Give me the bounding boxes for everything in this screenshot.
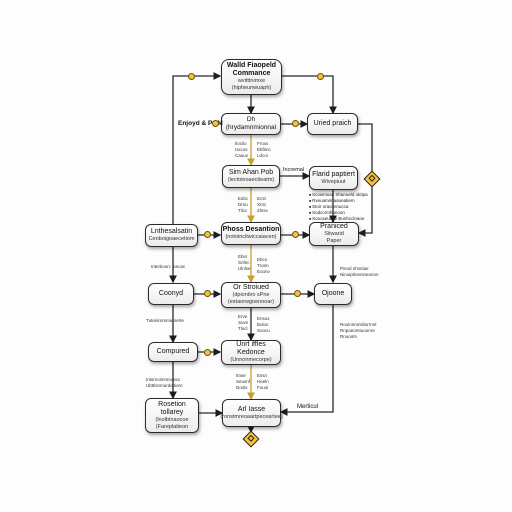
node-praniced-title2: Sitwarid [324,231,344,237]
annotation-left: Tutenirnmmatnerte [146,318,184,323]
node-top-title1: Walld Fiaopeld [226,62,277,69]
annotation-left: Intertioon: loncac [151,264,186,269]
node-praniced[interactable]: Praniced Sitwarid Paper [309,222,359,246]
node-sim[interactable]: Sim Ahan Pob (lectoinoaectieatm) [222,165,280,188]
node-coonyd[interactable]: Coonyd [148,283,194,305]
node-top-sub1: wvitttnimxe [237,78,266,84]
node-praniced-title1: Praniced [320,223,348,230]
node-ojoone[interactable]: Ojoone [314,283,352,305]
node-top-title2: Commance [232,70,271,77]
node-rosetion-title2: tollarey [160,408,184,416]
annotation-right: Rnoootn [340,334,358,339]
label-merticul: Merticul [297,404,319,410]
node-top-commance[interactable]: Walld Fiaopeld Commance wvitttnimxe (hip… [221,59,282,95]
annotation-left: Ubttisnmurdaitiorn [146,383,183,388]
node-praniced-title3: Paper [326,238,342,244]
node-flarid-title2: Wivepiuut [321,178,346,185]
junction-dot [292,120,299,127]
annotation-right: Pinnd nhsnlae [340,266,369,271]
junction-dot [204,349,211,356]
bullet-item: Stoir oracunnucca [309,204,368,210]
node-flarid[interactable]: Flarid paptiert Wivepiuut [309,166,358,190]
annotation-right: Rnpoeomtuoonre [340,328,375,333]
node-ojoone-title: Ojoone [321,290,345,297]
node-unrt[interactable]: Unrt iffles Kedonce (Unnonmecorpe) [221,340,281,365]
node-sim-sub: (lectoinoaectieatm) [227,177,275,183]
node-left-top-sub: Cenboigoaecetiom [148,236,195,242]
edge-ojoone-art [279,305,334,416]
node-art-sub: (ronstmreoaartpeceartee) [220,413,283,420]
node-rosetion[interactable]: Rosetion tollarey (lnolbtnaocoe (Farepla… [145,398,199,433]
edge-uried-diamond [358,123,373,172]
node-uried-title: Uried praich [313,120,352,127]
node-rosetion-sub1: (lnolbtnaocoe [155,416,189,423]
label-incremal: Incremal [283,167,305,173]
junction-dot [294,290,301,297]
junction-dot [212,120,219,127]
junction-dot [292,231,299,238]
node-rosetion-sub2: (Fareplatieon [155,423,189,430]
bullet-item: Scowmuse Shanueld oktipa [309,192,368,198]
annotation-right: Rooinnnmtiiiorrnnt [340,322,377,327]
node-art[interactable]: Arl Iasse (ronstmreoaartpeceartee) [220,399,283,427]
node-unrt-title: Unrt iffles Kedonce [236,341,266,356]
node-dh[interactable]: Dh (hrydamnmionnal [221,113,281,135]
node-or-sub1: (dpiontiro sPne [232,292,270,298]
node-top-sub2: (hipheunwuaph) [231,85,272,91]
node-coonyd-title: Coonyd [158,290,184,297]
node-compured-title: Compured [156,348,190,355]
bullet-item: Rxeuamimaaoeatiem [309,198,368,204]
edge-lefttop-top [172,72,222,226]
node-or[interactable]: Or Stroiued (dpiontiro sPne (estaorwgoen… [221,282,281,308]
edge-diamond-praniced [357,186,373,237]
node-unrt-sub: (Unnonmecorpe) [230,357,272,363]
bullet-item: Soooxeutlhe Bunhcclnaoe [309,216,368,222]
node-phoss-title: Phoss Desantion [222,226,280,233]
annotation-left: Intsrnoimnnoreut [146,377,180,382]
node-or-title: Or Stroiued [233,284,269,291]
node-uried[interactable]: Uried praich [307,113,358,135]
node-left-top-title: Lnthesalsatin [150,228,193,235]
node-or-sub2: (estaorwgoennoar) [227,299,275,305]
junction-dot [317,73,324,80]
annotation-right: Ninoiptinenineonon [340,272,379,277]
junction-dot [188,73,195,80]
node-phoss-sub: (notoincitwiccaiacen) [225,234,277,240]
bullet-item: Sodccrmhanoon [309,210,368,216]
flarid-bullet-list: Scowmuse Shanueld oktipa Rxeuamimaaoeati… [309,192,368,222]
node-left-top[interactable]: Lnthesalsatin Cenboigoaecetiom [145,224,198,247]
label-enjoyd: Enjoyd & POM [178,120,223,127]
node-sim-title: Sim Ahan Pob [228,169,274,176]
junction-dot [204,290,211,297]
node-dh-title: Dh (hrydamnmionnal [225,116,277,131]
edge-top-uried [282,75,337,115]
junction-dot [204,231,211,238]
node-art-title: Arl Iasse [237,405,266,413]
node-rosetion-title1: Rosetion [158,400,186,408]
node-compured[interactable]: Compured [148,342,198,362]
node-flarid-title1: Flarid paptiert [312,170,355,178]
node-phoss[interactable]: Phoss Desantion (notoincitwiccaiacen) [221,222,281,245]
